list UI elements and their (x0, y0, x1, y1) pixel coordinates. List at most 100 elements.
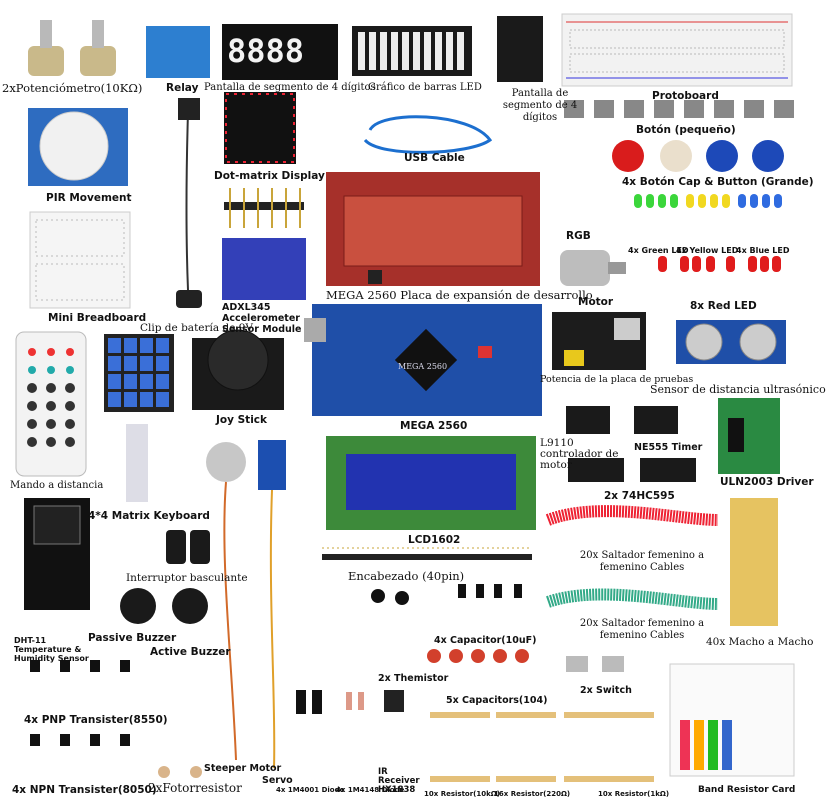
label-active-buzzer: Active Buzzer (150, 646, 231, 658)
jumper-cables-image (545, 498, 778, 626)
label-l9110: L9110 controlador de motor (540, 437, 619, 471)
label-segment4: Pantalla de segmento de 4 dígitos (204, 82, 376, 93)
segment-digits: 8888 (227, 32, 305, 70)
label-yellow-led: 4x Yellow LED (676, 246, 739, 255)
potentiometer-image (28, 20, 116, 76)
protoboard-image (561, 13, 793, 87)
label-ledbar: Gráfico de barras LED (368, 82, 482, 93)
label-capacitors104: 5x Capacitors(104) (446, 695, 548, 706)
label-mini-breadboard: Mini Breadboard (48, 312, 147, 324)
uln2003-image (718, 398, 780, 474)
label-blue-led: 4x Blue LED (736, 246, 790, 255)
stepper-servo-image (206, 440, 286, 769)
label-segment1: Pantalla de segmento de 4 dígitos (502, 88, 578, 123)
label-ir: IR Receiver HX1838 (378, 767, 420, 795)
label-remote: Mando a distancia (10, 480, 104, 491)
label-diode4148: 4x 1M4148 Diode (336, 786, 405, 794)
electrolytic-caps-image (166, 530, 210, 564)
joystick-image (192, 329, 284, 410)
mega-board-image (304, 304, 542, 416)
label-lcd: LCD1602 (408, 534, 461, 546)
small-buttons-image (564, 100, 794, 118)
label-uln: ULN2003 Driver (720, 476, 814, 488)
label-r10k: 10x Resistor(10kΩ) (424, 790, 500, 798)
label-servo: Servo (262, 775, 293, 786)
relay-image (146, 26, 210, 78)
usb-cable-image (363, 115, 493, 154)
label-joystick: Joy Stick (216, 414, 268, 426)
label-fotoresistor: 2xFotorresistor (148, 781, 242, 795)
label-passive-buzzer: Passive Buzzer (88, 632, 177, 644)
dc-cable-image (185, 111, 189, 291)
resistors-image (430, 712, 654, 782)
label-themistor: 2x Themistor (378, 673, 449, 684)
label-capacitor10: 4x Capacitor(10uF) (434, 635, 537, 646)
label-shield: MEGA 2560 Placa de expansión de desarrol… (326, 288, 593, 302)
label-power-board: Potencia de la placa de pruebas (540, 374, 694, 385)
label-boton-cap: 4x Botón Cap & Button (Grande) (622, 176, 814, 188)
transistors-image (30, 660, 130, 746)
label-red-led: 8x Red LED (690, 300, 757, 312)
leds-image (634, 194, 782, 272)
dht11-image (24, 498, 90, 610)
big-buttons-image (612, 140, 784, 172)
label-relay: Relay (166, 82, 199, 94)
label-pnp: 4x PNP Transister(8550) (24, 714, 168, 726)
power-board-image (552, 312, 646, 370)
lcd-image (326, 436, 536, 530)
battery-clip-image (176, 290, 202, 308)
label-ultrasonic: Sensor de distancia ultrasónico (650, 383, 826, 396)
label-protoboard: Protoboard (652, 90, 719, 102)
ic-chips-image (566, 406, 696, 482)
remote-image (15, 331, 87, 477)
label-dht: DHT-11 Temperature & Humidity Sensor (14, 636, 89, 663)
label-r1k: 10x Resistor(1kΩ) (598, 790, 670, 798)
segment-display-image (222, 24, 338, 80)
led-bargraph-image (352, 26, 472, 76)
label-npn: 4x NPN Transister(8050) (12, 784, 157, 796)
photoresistor-image (158, 766, 202, 778)
label-green-led: 4x Green LED (628, 246, 689, 255)
label-motor: Motor (578, 296, 614, 308)
buzzers-image (120, 588, 208, 624)
label-r220: 16x Resistor(220Ω) (494, 790, 571, 798)
label-usb: USB Cable (404, 152, 465, 164)
pir-sensor-image (28, 108, 128, 186)
label-header: Encabezado (40pin) (348, 569, 465, 583)
header-40pin-image (322, 547, 532, 560)
label-rgb: RGB (566, 230, 591, 242)
label-74hc595: 2x 74HC595 (604, 490, 675, 502)
small-parts-image (371, 584, 529, 663)
mega-board-text: MEGA 2560 (398, 362, 448, 371)
label-mega: MEGA 2560 (400, 420, 468, 432)
mini-breadboard-image (29, 211, 131, 309)
label-potentiometer: 2xPotenciómetro(10KΩ) (2, 81, 143, 95)
ir-receiver-image (384, 690, 404, 712)
label-stepper: Steeper Motor (204, 763, 282, 774)
label-ne555: NE555 Timer (634, 442, 703, 453)
single-segment-image (497, 16, 543, 82)
label-pir: PIR Movement (46, 192, 132, 204)
label-dotmatrix: Dot-matrix Display (214, 170, 325, 182)
label-adxl: ADXL345 Accelerometer Sensor Module (222, 302, 302, 335)
diodes-image (296, 690, 364, 714)
label-tilt: Interruptor basculante (126, 572, 248, 584)
band-card-image (669, 663, 795, 777)
switches-image (566, 656, 624, 672)
label-male-male: 40x Macho a Macho (706, 636, 814, 648)
label-jumper-ff2: 20x Saltador femenino a femenino Cables (579, 618, 705, 641)
wire-bundle-image (126, 424, 148, 502)
label-jumper-ff1: 20x Saltador femenino a femenino Cables (579, 550, 705, 573)
label-band-card: Band Resistor Card (698, 785, 796, 795)
dotmatrix-image (224, 92, 296, 164)
ultrasonic-image (676, 320, 786, 364)
label-diode4001: 4x 1M4001 Diode (276, 786, 345, 794)
label-keyboard: 4*4 Matrix Keyboard (88, 510, 210, 522)
component-illustrations (15, 13, 795, 782)
motor-image (560, 250, 626, 286)
keypad-image (104, 334, 174, 412)
prototype-shield-image (326, 172, 540, 286)
label-switch: 2x Switch (580, 685, 632, 696)
pin-header-image (224, 188, 304, 228)
adxl345-image (222, 238, 306, 300)
